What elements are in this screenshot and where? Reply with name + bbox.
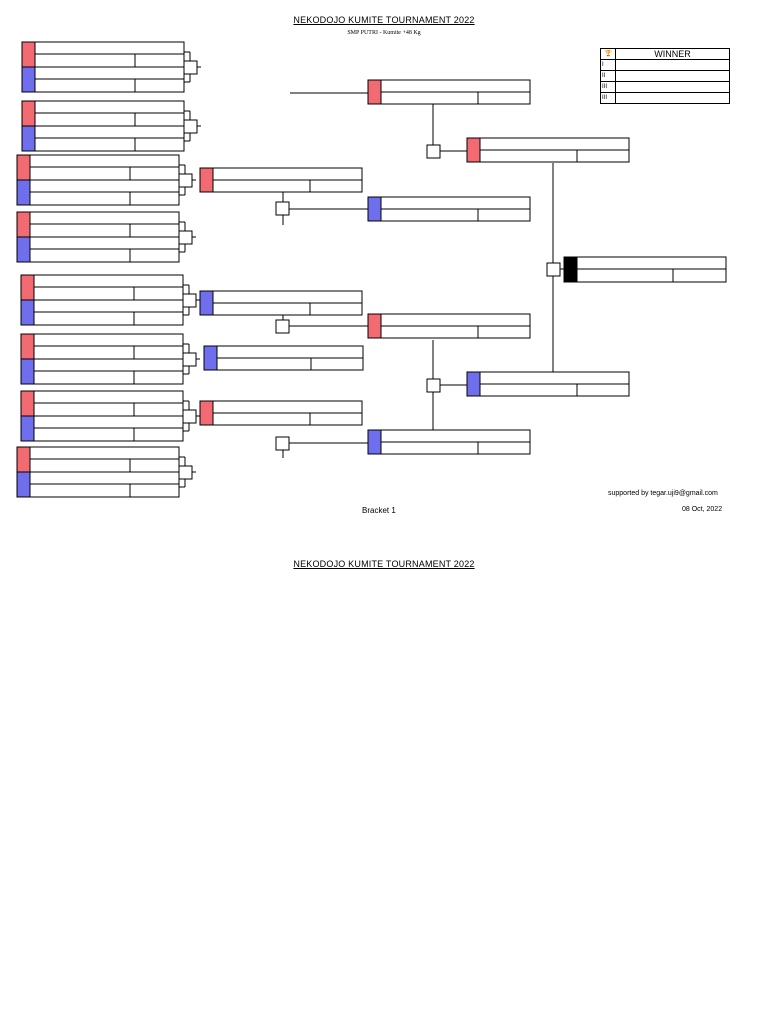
corner-marker	[203, 345, 218, 371]
score-box	[426, 144, 441, 159]
corner-marker	[16, 154, 31, 181]
corner-marker	[199, 290, 214, 316]
final-marker	[563, 256, 578, 283]
score-box	[546, 262, 561, 277]
corner-marker	[367, 196, 382, 222]
corner-marker	[20, 358, 35, 385]
bracket-label: Bracket 1	[362, 506, 396, 515]
corner-marker	[466, 137, 481, 163]
supported-by-text: supported by tegar.uji9@gmail.com	[608, 490, 718, 497]
corner-marker	[20, 274, 35, 301]
tournament-bracket	[16, 41, 727, 498]
corner-marker	[466, 371, 481, 397]
second-page-title: NEKODOJO KUMITE TOURNAMENT 2022	[293, 559, 475, 569]
rank-label: I	[600, 59, 616, 71]
score-box	[178, 173, 193, 188]
corner-marker	[20, 299, 35, 326]
corner-marker	[367, 313, 382, 339]
score-box	[182, 293, 197, 308]
rank-label: III	[600, 81, 616, 93]
corner-marker	[16, 471, 31, 498]
corner-marker	[20, 415, 35, 442]
corner-marker	[16, 446, 31, 473]
corner-marker	[16, 179, 31, 206]
date-text: 08 Oct, 2022	[682, 506, 723, 513]
winner-name-cell[interactable]	[615, 92, 730, 104]
winner-name-cell[interactable]	[615, 70, 730, 82]
corner-marker	[21, 66, 36, 93]
corner-marker	[16, 236, 31, 263]
winner-name-cell[interactable]	[615, 81, 730, 93]
rank-label: II	[600, 70, 616, 82]
corner-marker	[199, 167, 214, 193]
corner-marker	[199, 400, 214, 426]
winner-heading: WINNER	[615, 48, 730, 60]
score-box	[182, 409, 197, 424]
score-box	[183, 60, 198, 75]
score-box	[178, 230, 193, 245]
corner-marker	[20, 390, 35, 417]
winner-name-cell[interactable]	[615, 59, 730, 71]
score-box	[183, 119, 198, 134]
score-box	[426, 378, 441, 393]
corner-marker	[367, 79, 382, 105]
score-box	[275, 319, 290, 334]
score-box	[182, 352, 197, 367]
page-subtitle: SMP PUTRI - Kumite +48 Kg	[347, 30, 421, 36]
winner-table: 🏆 WINNER I II III III	[600, 48, 730, 104]
score-box	[275, 201, 290, 216]
corner-marker	[21, 125, 36, 152]
score-box	[275, 436, 290, 451]
corner-marker	[16, 211, 31, 238]
trophy-icon: 🏆	[600, 48, 616, 60]
corner-marker	[21, 41, 36, 68]
corner-marker	[20, 333, 35, 360]
page-title: NEKODOJO KUMITE TOURNAMENT 2022	[293, 15, 475, 25]
rank-label: III	[600, 92, 616, 104]
corner-marker	[367, 429, 382, 455]
score-box	[178, 465, 193, 480]
corner-marker	[21, 100, 36, 127]
